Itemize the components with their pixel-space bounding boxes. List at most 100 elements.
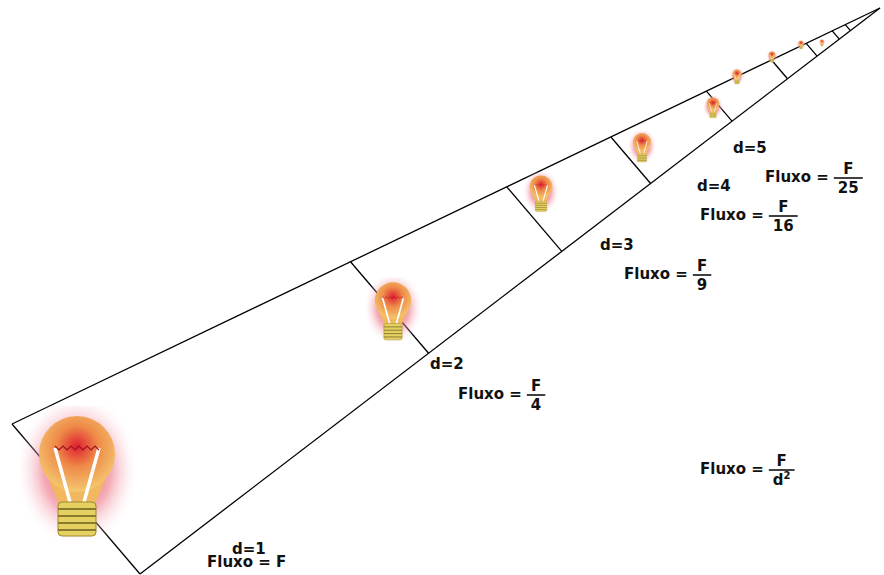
bulb-thread xyxy=(821,45,823,46)
bulb-thread xyxy=(58,522,96,524)
bulb-filament xyxy=(637,141,648,154)
bulb-filament xyxy=(734,73,739,74)
bulb-filament xyxy=(821,41,823,42)
bulb-glass xyxy=(375,282,411,318)
label-text: 16 xyxy=(773,218,794,235)
label-text: F xyxy=(777,453,787,470)
bulb-base xyxy=(821,44,823,46)
fraction-bar xyxy=(769,215,798,217)
bulb-thread xyxy=(384,333,402,334)
bulb-thread xyxy=(384,326,402,327)
fraction-bar xyxy=(834,177,863,179)
bulb-group xyxy=(20,39,825,548)
bulb-base xyxy=(637,154,646,162)
cone-edge xyxy=(140,8,880,574)
light-bulb xyxy=(730,68,744,85)
label-text: 9 xyxy=(697,277,707,294)
bulb-glass xyxy=(769,51,776,58)
label-text: Fluxo = xyxy=(765,169,829,186)
bulb-filament xyxy=(382,297,403,299)
bulb-glow xyxy=(797,40,805,50)
label-text: 25 xyxy=(838,180,859,197)
bulb-glass xyxy=(732,70,741,79)
label-text: Fluxo = xyxy=(700,461,764,478)
bulb-thread xyxy=(821,45,823,46)
bulb-thread xyxy=(770,60,773,61)
bulb-filament xyxy=(770,54,774,55)
bulb-thread xyxy=(735,82,740,83)
bulb-glow xyxy=(767,51,777,64)
bulb-base xyxy=(535,201,546,211)
bulb-base xyxy=(58,502,96,536)
bulb-glass xyxy=(39,416,115,492)
bulb-thread xyxy=(770,61,773,62)
label-text: Fluxo = xyxy=(458,386,522,403)
fraction-bar xyxy=(527,394,545,396)
bulb-thread xyxy=(535,207,546,208)
bulb-filament xyxy=(799,42,802,43)
bulb-thread xyxy=(535,209,546,210)
bulb-filament xyxy=(770,54,774,59)
bulb-glass xyxy=(530,175,553,198)
light-bulb xyxy=(20,406,134,548)
bulb-thread xyxy=(535,205,546,206)
bulb-base xyxy=(384,324,402,340)
bulb-filament xyxy=(534,184,547,185)
bulb-filament xyxy=(534,185,547,201)
bulb-thread xyxy=(800,47,803,48)
bulb-glass xyxy=(798,41,803,46)
bulb-filament xyxy=(709,102,716,104)
bulb-base xyxy=(800,47,803,49)
bulb-glass xyxy=(820,40,824,44)
bulb-thread xyxy=(710,114,716,115)
bulb-glow xyxy=(20,406,134,548)
bulb-thread xyxy=(800,47,803,48)
bulb-thread xyxy=(821,45,823,46)
cone-edge xyxy=(12,8,880,424)
distance-mark xyxy=(832,31,839,39)
bulb-filament xyxy=(55,448,99,502)
bulb-thread xyxy=(770,59,773,60)
distance-mark xyxy=(845,25,850,31)
label-text: 4 xyxy=(531,397,541,414)
light-bulb xyxy=(767,51,777,64)
label-text: Fluxo = F xyxy=(207,554,286,571)
bulb-thread xyxy=(58,515,96,517)
label-text: 2 xyxy=(784,470,791,481)
bulb-filament xyxy=(55,446,99,450)
label-text: d xyxy=(773,472,784,489)
label-text: F xyxy=(531,378,541,395)
bulb-thread xyxy=(384,330,402,331)
bulb-thread xyxy=(710,113,716,114)
bulb-filament xyxy=(799,43,802,47)
bulb-base xyxy=(710,112,716,118)
bulb-glow xyxy=(703,96,722,120)
bulb-glow xyxy=(730,68,744,85)
light-bulb xyxy=(628,131,655,165)
light-bulb xyxy=(797,40,805,50)
bulb-glass xyxy=(633,133,651,151)
distance-marks xyxy=(12,25,850,574)
bulb-base xyxy=(735,80,740,84)
label-text: d=3 xyxy=(600,237,634,254)
label-text: d=5 xyxy=(733,140,767,157)
bulb-thread xyxy=(735,81,740,82)
light-bulb xyxy=(366,277,421,345)
bulb-filament xyxy=(709,103,716,112)
bulb-thread xyxy=(58,529,96,531)
distance-mark xyxy=(351,262,429,354)
bulb-thread xyxy=(770,61,773,62)
bulb-filament xyxy=(637,140,648,142)
light-bulb xyxy=(524,172,558,215)
bulb-glass xyxy=(707,97,720,110)
distance-mark xyxy=(806,43,817,56)
bulb-filament xyxy=(734,73,739,79)
bulb-thread xyxy=(637,155,646,156)
bulb-glow xyxy=(524,172,558,215)
bulb-thread xyxy=(637,157,646,158)
bulb-filament xyxy=(821,41,823,44)
bulb-thread xyxy=(58,508,96,510)
